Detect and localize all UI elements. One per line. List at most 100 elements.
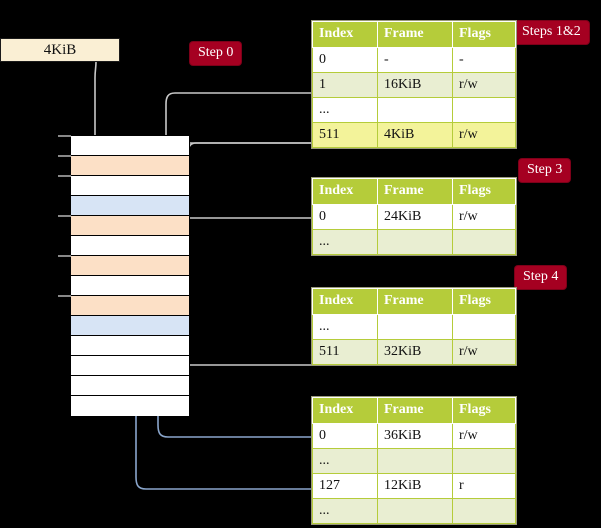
table-cell: - <box>377 47 453 73</box>
column-header-flags: Flags <box>452 288 516 315</box>
step-badge-step3: Step 3 <box>519 159 571 182</box>
column-header-frame: Frame <box>377 21 453 48</box>
table-row: ... <box>312 314 516 340</box>
table-cell: 1 <box>312 72 378 98</box>
table-cell: 0 <box>312 204 378 230</box>
memory-frame-row <box>71 236 189 256</box>
memory-row-tick <box>58 255 71 257</box>
memory-frame-row <box>71 136 189 156</box>
physical-memory-column <box>70 135 190 416</box>
table-cell <box>452 448 516 474</box>
table-cell: 32KiB <box>377 339 453 365</box>
column-header-frame: Frame <box>377 397 453 424</box>
table-cell <box>452 97 516 123</box>
memory-frame-row <box>71 376 189 396</box>
table-cell: r/w <box>452 423 516 449</box>
column-header-index: Index <box>312 288 378 315</box>
table-cell: ... <box>312 448 378 474</box>
table-cell: r/w <box>452 204 516 230</box>
table-cell: 127 <box>312 473 378 499</box>
memory-frame-row <box>71 296 189 316</box>
table-cell: ... <box>312 229 378 255</box>
column-header-frame: Frame <box>377 178 453 205</box>
step-badge-step4: Step 4 <box>515 266 567 289</box>
table-cell <box>377 498 453 524</box>
memory-frame-row <box>71 276 189 296</box>
table-cell: r/w <box>452 72 516 98</box>
memory-row-tick <box>58 135 71 137</box>
table-cell: ... <box>312 97 378 123</box>
column-header-flags: Flags <box>452 397 516 424</box>
table-cell <box>452 498 516 524</box>
table-cell: 511 <box>312 122 378 148</box>
source-frame-label: 4KiB <box>43 41 77 58</box>
table-cell: 16KiB <box>377 72 453 98</box>
memory-frame-row <box>71 336 189 356</box>
column-header-index: Index <box>312 21 378 48</box>
table-cell: 24KiB <box>377 204 453 230</box>
step-badge-steps-1-2-label: Steps 1&2 <box>522 24 581 39</box>
table-cell: 0 <box>312 47 378 73</box>
memory-frame-row <box>71 256 189 276</box>
source-frame-box: 4KiB <box>0 38 120 62</box>
column-header-flags: Flags <box>452 21 516 48</box>
table-cell <box>377 97 453 123</box>
table-row: ... <box>312 448 516 474</box>
table-cell <box>377 229 453 255</box>
memory-frame-row <box>71 216 189 236</box>
step-badge-step0: Step 0 <box>190 42 242 65</box>
table-cell: 511 <box>312 339 378 365</box>
table-cell: - <box>452 47 516 73</box>
table-cell: ... <box>312 498 378 524</box>
table-cell: r/w <box>452 122 516 148</box>
table-cell: 12KiB <box>377 473 453 499</box>
table-cell <box>377 448 453 474</box>
memory-frame-row <box>71 176 189 196</box>
table-row: 0-- <box>312 47 516 73</box>
table-row: ... <box>312 229 516 255</box>
column-header-index: Index <box>312 397 378 424</box>
memory-frame-row <box>71 196 189 216</box>
table-cell: 36KiB <box>377 423 453 449</box>
memory-frame-row <box>71 356 189 376</box>
table-cell: r <box>452 473 516 499</box>
memory-row-tick <box>58 155 71 157</box>
table-cell <box>452 314 516 340</box>
table-cell: 4KiB <box>377 122 453 148</box>
table-cell: 0 <box>312 423 378 449</box>
table-cell: ... <box>312 314 378 340</box>
table-row: ... <box>312 498 516 524</box>
step-badge-steps-1-2: Steps 1&2 <box>514 21 589 44</box>
table-row: ... <box>312 97 516 123</box>
memory-frame-row <box>71 396 189 416</box>
column-header-frame: Frame <box>377 288 453 315</box>
memory-frame-row <box>71 156 189 176</box>
column-header-index: Index <box>312 178 378 205</box>
table-cell <box>452 229 516 255</box>
step-badge-step0-label: Step 0 <box>198 45 234 60</box>
memory-row-tick <box>58 295 71 297</box>
table-cell: r/w <box>452 339 516 365</box>
memory-frame-row <box>71 316 189 336</box>
step-badge-step3-label: Step 3 <box>527 162 563 177</box>
column-header-flags: Flags <box>452 178 516 205</box>
